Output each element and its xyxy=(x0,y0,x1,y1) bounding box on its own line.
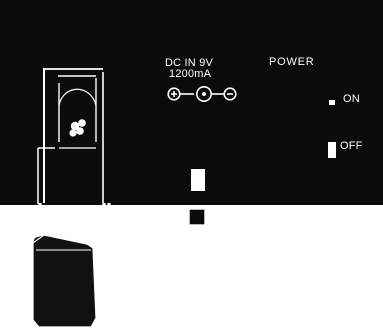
power-adapter-icon xyxy=(8,234,97,328)
power-label: POWER xyxy=(269,56,315,68)
dc-plug-icon xyxy=(186,169,208,226)
cable-tie-icon xyxy=(69,119,86,137)
cable-hook-area xyxy=(34,67,107,205)
switch-on-label: ON xyxy=(343,93,360,105)
switch-off-icon xyxy=(328,142,336,158)
dc-polarity-icon xyxy=(167,86,237,103)
current-label: 1200mA xyxy=(169,68,212,80)
switch-on-icon xyxy=(329,100,335,105)
dc-in-label: DC IN 9V xyxy=(165,57,214,69)
switch-off-label: OFF xyxy=(340,140,363,152)
adapter-cable xyxy=(38,203,202,250)
